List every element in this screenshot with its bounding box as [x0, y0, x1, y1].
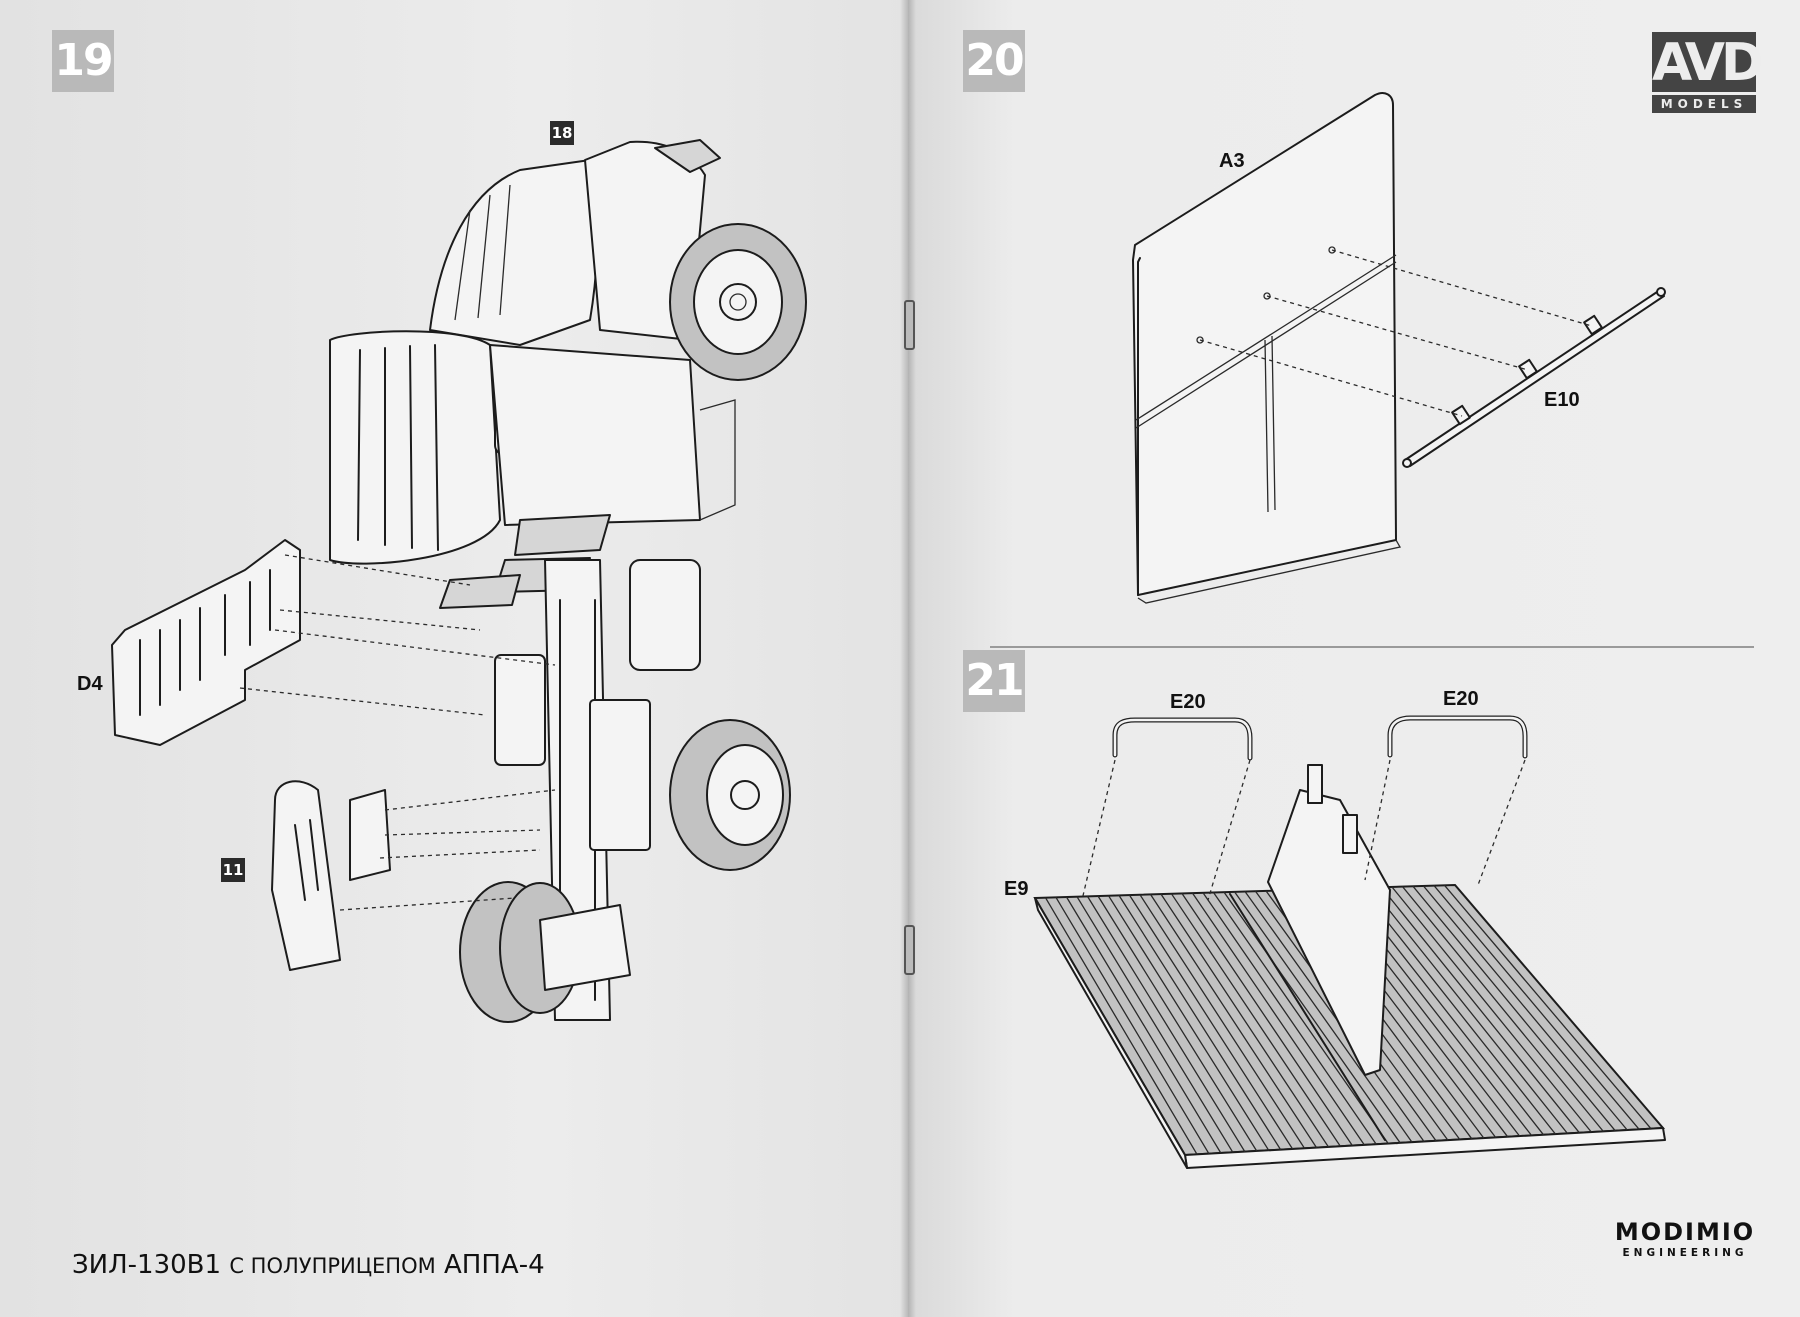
step-divider — [990, 646, 1754, 648]
avd-logo-text: AVD — [1652, 32, 1764, 93]
step-number-20: 20 — [963, 30, 1025, 92]
substep-ref-11: 11 — [221, 858, 245, 882]
step-number-21: 21 — [963, 650, 1025, 712]
part-label-e20-right: E20 — [1443, 688, 1479, 710]
part-label-e10: E10 — [1544, 389, 1580, 411]
model-title-trailer: АППА-4 — [435, 1250, 545, 1280]
modimio-logo-subtext: ENGINEERING — [1622, 1247, 1748, 1259]
modimio-logo-text: MODIMIO — [1614, 1218, 1756, 1246]
model-title-name: ЗИЛ-130В1 — [72, 1250, 230, 1280]
truck-assembly-illustration — [111, 139, 807, 1023]
step-number-19: 19 — [52, 30, 114, 92]
floor-assembly-illustration — [1033, 715, 1666, 1169]
staple-bottom — [904, 925, 915, 975]
part-label-e9: E9 — [1004, 878, 1029, 900]
staple-top — [904, 300, 915, 350]
avd-logo-subtext: MODELS — [1652, 95, 1756, 113]
model-title-connector: С ПОЛУПРИЦЕПОМ — [229, 1254, 436, 1278]
part-label-d4: D4 — [77, 673, 103, 695]
modimio-logo: MODIMIO ENGINEERING — [1610, 1218, 1760, 1259]
part-label-e20-left: E20 — [1170, 691, 1206, 713]
avd-models-logo: AVD MODELS — [1652, 32, 1764, 116]
part-label-a3: A3 — [1219, 150, 1245, 172]
model-title: ЗИЛ-130В1 С ПОЛУПРИЦЕПОМ АППА-4 — [72, 1250, 545, 1280]
panel-assembly-illustration — [1132, 92, 1666, 604]
substep-ref-18: 18 — [550, 121, 574, 145]
